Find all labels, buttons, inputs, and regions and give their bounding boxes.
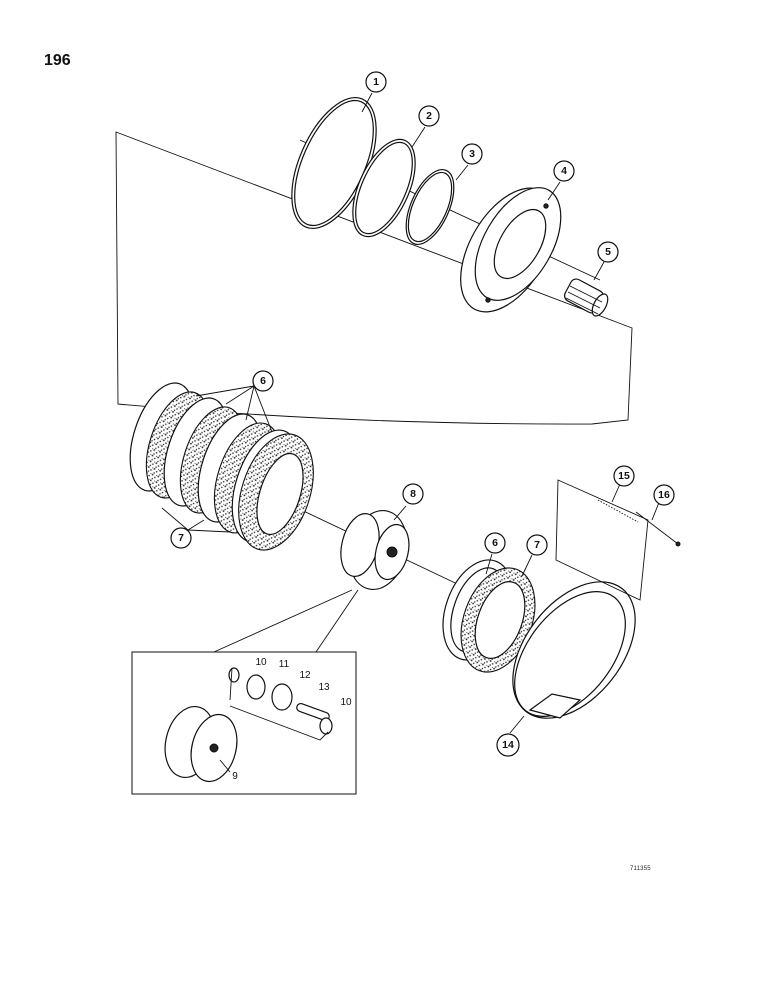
thrust-washer-10b (319, 717, 333, 735)
planet-carrier-8 (340, 510, 410, 590)
svg-text:5: 5 (605, 246, 611, 258)
thrust-washer-10a (228, 667, 240, 683)
callout-2: 2 (418, 105, 440, 127)
svg-text:8: 8 (410, 488, 416, 500)
svg-text:3: 3 (469, 148, 475, 160)
svg-text:14: 14 (502, 739, 514, 751)
friction-disc-7-second (460, 567, 536, 673)
seal-ring-3 (405, 169, 455, 245)
brake-band-14 (512, 581, 636, 719)
label-9: 9 (232, 771, 238, 782)
callout-4: 4 (553, 160, 575, 182)
page-number: 196 (44, 52, 71, 69)
callout-14: 14 (496, 733, 520, 757)
inset-leader-right (315, 589, 359, 653)
svg-text:15: 15 (618, 470, 630, 482)
svg-text:2: 2 (426, 110, 432, 122)
label-10-a: 10 (255, 657, 267, 668)
planet-shaft-13 (296, 702, 330, 722)
detail-inset-box (131, 651, 357, 795)
label-11: 11 (279, 659, 290, 670)
splined-hub-5 (563, 278, 609, 317)
callout-7-lower: 7 (526, 534, 548, 556)
spring-15 (597, 499, 639, 523)
group-bracket-right (555, 479, 649, 601)
planet-carrier-9 (164, 705, 238, 783)
callout-1: 1 (365, 71, 387, 93)
needle-bearing-12 (271, 683, 293, 711)
callout-8: 8 (402, 483, 424, 505)
svg-text:4: 4 (561, 165, 567, 177)
clutch-disc-pack (129, 382, 314, 551)
callout-16: 16 (653, 484, 675, 506)
callout-15: 15 (613, 465, 635, 487)
label-13: 13 (318, 682, 330, 693)
callout-3: 3 (461, 143, 483, 165)
svg-text:7: 7 (534, 539, 540, 551)
label-12: 12 (299, 670, 311, 681)
inset-assembly-line (229, 667, 329, 741)
callout-6-upper: 6 (252, 370, 274, 392)
svg-text:1: 1 (373, 76, 379, 88)
svg-text:6: 6 (260, 375, 266, 387)
callout-7-upper: 7 (170, 527, 192, 549)
pin-16 (635, 511, 681, 547)
callout-leaders (161, 92, 661, 773)
inset-leader-left (213, 589, 353, 653)
svg-text:7: 7 (178, 532, 184, 544)
figure-code: 711355 (630, 866, 651, 872)
callout-5: 5 (597, 241, 619, 263)
clutch-piston-4 (460, 187, 562, 313)
callout-6-lower: 6 (484, 532, 506, 554)
svg-text:6: 6 (492, 537, 498, 549)
label-10-b: 10 (340, 697, 352, 708)
needle-bearing-11 (246, 674, 266, 700)
seal-ring-2 (352, 138, 416, 238)
svg-text:16: 16 (658, 489, 670, 501)
